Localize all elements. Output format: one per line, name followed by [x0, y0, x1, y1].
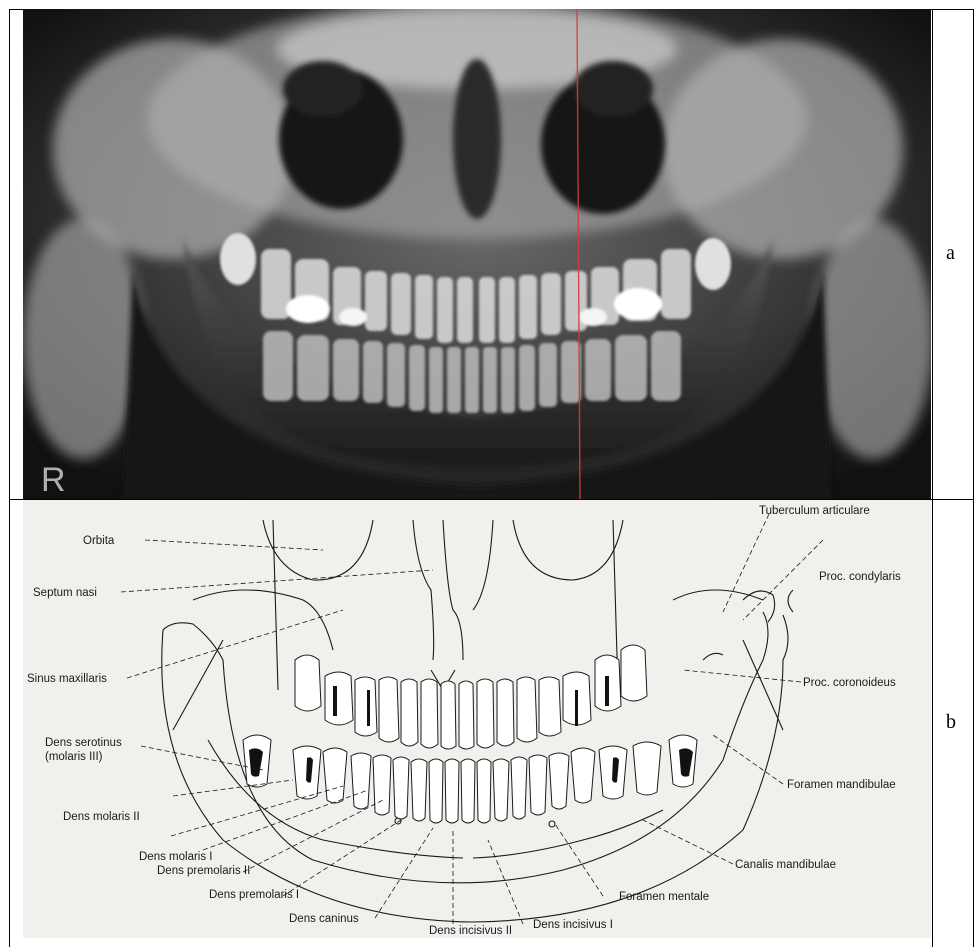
xray-svg: R: [23, 9, 931, 499]
labeled-dental-diagram: Orbita Septum nasi Sinus maxillaris Dens…: [23, 500, 931, 938]
label-dens-incisivus-i: Dens incisivus I: [533, 919, 613, 931]
diagram-svg: Orbita Septum nasi Sinus maxillaris Dens…: [23, 500, 931, 938]
frame-right-border: [973, 9, 974, 947]
label-dens-premolaris-ii: Dens premolaris II: [157, 865, 250, 877]
label-proc-condylaris: Proc. condylaris: [819, 571, 901, 583]
label-dens-premolaris-i: Dens premolaris I: [209, 889, 299, 901]
frame-divider-vertical: [932, 9, 933, 947]
label-dens-caninus: Dens caninus: [289, 913, 359, 925]
sinus-cavities: [279, 59, 665, 219]
panel-label-a: a: [946, 242, 955, 265]
label-dens-molaris-i: Dens molaris I: [139, 851, 213, 863]
panel-label-b: b: [946, 711, 956, 734]
label-dens-incisivus-ii: Dens incisivus II: [429, 925, 512, 937]
label-dens-molaris-ii: Dens molaris II: [63, 811, 140, 823]
label-foramen-mandibulae: Foramen mandibulae: [787, 779, 896, 791]
label-canalis-mandibulae: Canalis mandibulae: [735, 859, 836, 871]
xray-side-marker: R: [41, 461, 66, 499]
frame-left-border: [9, 9, 10, 947]
label-tuberculum-articulare: Tuberculum articulare: [759, 505, 870, 517]
label-proc-coronoideus: Proc. coronoideus: [803, 677, 896, 689]
label-molaris-iii: (molaris III): [45, 751, 103, 763]
figure-frame: a b: [9, 9, 974, 947]
panoramic-xray-image: R: [23, 9, 931, 499]
label-dens-serotinus: Dens serotinus: [45, 737, 122, 749]
label-orbita: Orbita: [83, 535, 115, 547]
label-septum-nasi: Septum nasi: [33, 587, 97, 599]
label-foramen-mentale: Foramen mentale: [619, 891, 709, 903]
label-sinus-maxillaris: Sinus maxillaris: [27, 673, 107, 685]
